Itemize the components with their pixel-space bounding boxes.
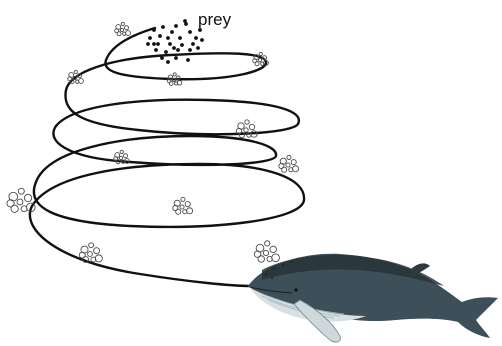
- bubble: [18, 188, 24, 194]
- prey-dot: [152, 42, 156, 46]
- prey-dot: [148, 36, 152, 40]
- bubble: [126, 31, 131, 36]
- prey-dot: [188, 48, 192, 52]
- prey-dot: [164, 50, 168, 54]
- bubble: [79, 79, 84, 84]
- prey-dot: [166, 36, 170, 40]
- bubble: [95, 255, 102, 262]
- bubble: [287, 155, 291, 159]
- bubble: [173, 205, 178, 210]
- bubble: [265, 241, 270, 246]
- bubble: [74, 70, 77, 73]
- prey-dot: [194, 36, 198, 40]
- prey-dot: [180, 43, 184, 47]
- bubble-net-spiral: [30, 28, 304, 286]
- bubble: [286, 163, 290, 167]
- bubble: [259, 52, 262, 55]
- bubble: [173, 73, 176, 76]
- bubble: [181, 197, 185, 201]
- bubble: [244, 128, 248, 132]
- prey-dot: [200, 38, 204, 42]
- humpback-whale-icon: [248, 254, 498, 342]
- prey-dot: [154, 48, 158, 52]
- whale-eye: [294, 288, 297, 291]
- prey-dot: [146, 42, 150, 46]
- prey-dot: [176, 48, 180, 52]
- bubble: [120, 150, 123, 153]
- prey-dot: [174, 24, 178, 28]
- bubble: [293, 166, 299, 172]
- prey-dot: [174, 56, 178, 60]
- bubble: [177, 81, 181, 85]
- bubble: [245, 120, 249, 124]
- bubble: [185, 202, 190, 207]
- bubble: [263, 250, 268, 255]
- bubble: [187, 208, 193, 214]
- prey-dot: [183, 19, 187, 23]
- prey-dot: [191, 42, 195, 46]
- prey-dot: [170, 30, 174, 34]
- bubble: [119, 156, 122, 159]
- prey-dot: [168, 42, 172, 46]
- bubble: [258, 58, 261, 61]
- bubble-cluster-icon: [254, 241, 279, 262]
- bubble: [17, 199, 23, 205]
- prey-dot: [160, 56, 164, 60]
- bubble: [254, 251, 260, 257]
- bubble: [123, 154, 127, 158]
- prey-dot: [161, 25, 165, 29]
- bubble-cluster-icon: [279, 155, 299, 172]
- bubble: [249, 124, 254, 129]
- bubble: [124, 26, 128, 30]
- bubble: [79, 252, 85, 258]
- prey-dot: [188, 30, 192, 34]
- prey-dot: [178, 36, 182, 40]
- prey-label: prey: [198, 10, 232, 29]
- bubble: [279, 163, 284, 168]
- bubble-cluster-icon: [236, 120, 257, 138]
- bubble-cluster-icon: [173, 197, 193, 214]
- prey-dot: [152, 28, 156, 32]
- prey-dot: [196, 46, 200, 50]
- bubble: [120, 28, 123, 31]
- bubble: [94, 248, 100, 254]
- prey-dot: [166, 60, 170, 64]
- bubble: [88, 252, 93, 257]
- prey-dot: [186, 58, 190, 62]
- prey-dot: [158, 34, 162, 38]
- bubble-cluster-icon: [115, 22, 131, 35]
- bubble: [89, 243, 94, 248]
- bubble: [270, 246, 276, 252]
- prey-dot: [172, 46, 176, 50]
- bubble: [180, 205, 184, 209]
- bubble: [24, 194, 31, 201]
- bubble: [7, 200, 14, 207]
- bubble: [121, 22, 124, 25]
- bubble: [272, 254, 280, 262]
- bubble-cluster-icon: [79, 243, 102, 263]
- prey-dot: [156, 42, 160, 46]
- bubble: [291, 160, 296, 165]
